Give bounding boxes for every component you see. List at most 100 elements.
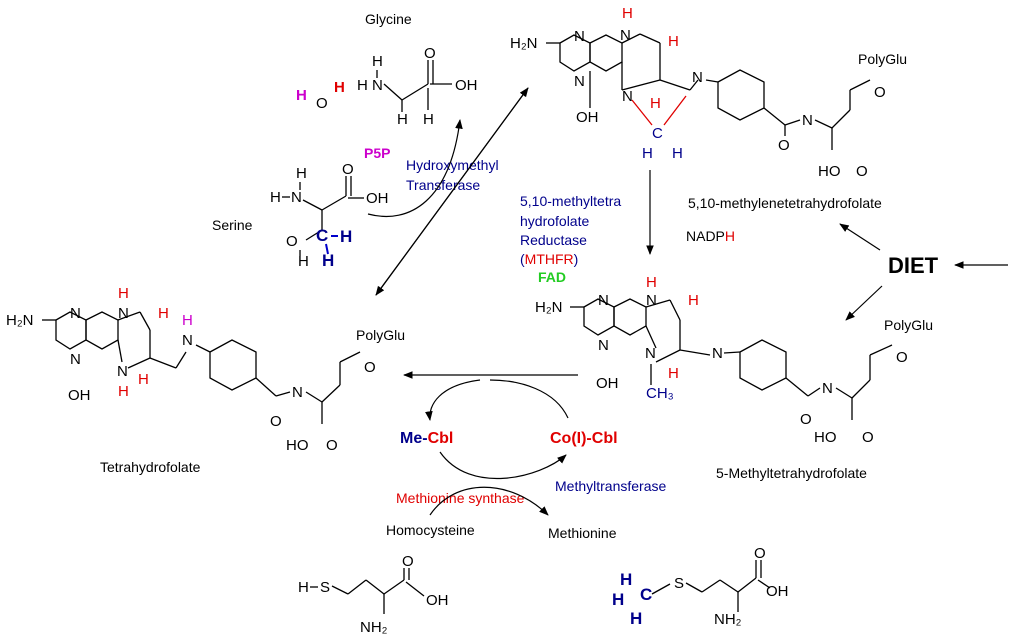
svg-text:O: O xyxy=(896,349,908,366)
hydroxymethyl-transferase-line2: Transferase xyxy=(406,177,480,193)
svg-text:H₂N: H₂N xyxy=(535,299,563,316)
svg-text:N: N xyxy=(70,305,81,322)
svg-text:OH: OH xyxy=(455,77,478,94)
svg-text:O: O xyxy=(342,161,354,178)
water-oxygen: O xyxy=(316,95,328,112)
polyglu-label-top: PolyGlu xyxy=(858,51,907,67)
thf-structure: H₂N N N N H H N H H OH N H O N O PolyGlu xyxy=(6,285,405,454)
svg-text:H: H xyxy=(423,111,434,128)
svg-text:H: H xyxy=(650,95,661,112)
svg-text:OH: OH xyxy=(766,583,789,600)
svg-text:H: H xyxy=(270,189,281,206)
svg-text:N: N xyxy=(291,189,302,206)
svg-text:N: N xyxy=(802,112,813,129)
svg-text:N: N xyxy=(712,345,723,362)
svg-text:N: N xyxy=(598,292,609,309)
svg-text:N: N xyxy=(598,337,609,354)
svg-text:H: H xyxy=(668,33,679,50)
methionine-synthase-label: Methionine synthase xyxy=(396,490,525,506)
svg-text:O: O xyxy=(754,545,766,562)
methionine-structure: H H C H S O OH NH₂ xyxy=(612,545,789,628)
svg-text:O: O xyxy=(270,413,282,430)
fad-cofactor: FAD xyxy=(538,269,566,285)
svg-text:N: N xyxy=(692,69,703,86)
svg-text:H₂N: H₂N xyxy=(510,35,538,52)
svg-text:H: H xyxy=(630,609,642,628)
svg-text:H: H xyxy=(668,365,679,382)
p5p-cofactor: P5P xyxy=(364,145,390,161)
svg-text:H: H xyxy=(622,5,633,22)
svg-text:NH₂: NH₂ xyxy=(360,619,388,636)
svg-text:N: N xyxy=(182,332,193,349)
svg-text:OH: OH xyxy=(426,592,449,609)
water-h-left: H xyxy=(296,87,307,104)
svg-text:O: O xyxy=(874,84,886,101)
svg-text:NH₂: NH₂ xyxy=(714,611,742,628)
svg-text:O: O xyxy=(286,233,298,250)
svg-text:CH₃: CH₃ xyxy=(646,385,674,402)
svg-text:H: H xyxy=(672,145,683,162)
svg-text:N: N xyxy=(70,351,81,368)
svg-text:O: O xyxy=(856,163,868,180)
svg-text:H: H xyxy=(118,383,129,400)
svg-text:H: H xyxy=(118,285,129,302)
svg-text:N: N xyxy=(620,27,631,44)
svg-text:OH: OH xyxy=(596,375,619,392)
svg-text:N: N xyxy=(622,88,633,105)
svg-text:C: C xyxy=(316,226,328,245)
svg-text:H: H xyxy=(138,371,149,388)
svg-text:HO: HO xyxy=(286,437,309,454)
svg-text:H: H xyxy=(612,590,624,609)
svg-text:H: H xyxy=(397,111,408,128)
svg-text:OH: OH xyxy=(366,190,389,207)
svg-text:C: C xyxy=(640,585,652,604)
polyglu-label-right: PolyGlu xyxy=(884,317,933,333)
serine-structure: Serine H N H O OH O H C H H xyxy=(212,161,389,270)
methionine-label: Methionine xyxy=(548,525,617,541)
methylene-thf-structure: H₂N N N N H H N H OH N C H H O N xyxy=(510,5,907,180)
svg-text:N: N xyxy=(645,345,656,362)
svg-text:O: O xyxy=(778,137,790,154)
glycine-structure: Glycine H H N H O OH H xyxy=(357,11,478,128)
svg-text:H: H xyxy=(357,77,368,94)
svg-text:N: N xyxy=(117,363,128,380)
svg-text:H: H xyxy=(688,292,699,309)
svg-text:H: H xyxy=(298,253,309,270)
methylene-thf-label: 5,10-methylenetetrahydrofolate xyxy=(688,195,882,211)
svg-text:H: H xyxy=(340,227,352,246)
reaction-arrows xyxy=(367,87,1008,516)
homocysteine-structure: H S O OH NH₂ xyxy=(298,553,449,636)
polyglu-label-left: PolyGlu xyxy=(356,327,405,343)
svg-text:H: H xyxy=(298,579,309,596)
svg-text:N: N xyxy=(372,77,383,94)
diet-label: DIET xyxy=(888,253,939,278)
svg-text:HO: HO xyxy=(818,163,841,180)
water-molecule: H O H xyxy=(296,79,345,112)
svg-text:O: O xyxy=(424,45,436,62)
mthfr-abbreviation: (MTHFR) xyxy=(520,251,578,267)
methyl-thf-structure: H₂N N N N H H N H OH CH₃ N O N O PolyGlu… xyxy=(535,274,933,446)
svg-text:H: H xyxy=(296,165,307,182)
mthfr-line3: Reductase xyxy=(520,232,587,248)
glycine-label: Glycine xyxy=(365,11,412,27)
svg-text:H: H xyxy=(158,305,169,322)
methylcobalamin-label: Me-Cbl xyxy=(400,430,453,447)
svg-text:H: H xyxy=(642,145,653,162)
svg-text:H: H xyxy=(646,274,657,291)
svg-text:N: N xyxy=(574,73,585,90)
svg-text:O: O xyxy=(862,429,874,446)
water-h-right: H xyxy=(334,79,345,96)
hydroxymethyl-transferase-line1: Hydroxymethyl xyxy=(406,157,499,173)
svg-text:C: C xyxy=(652,125,663,142)
svg-text:N: N xyxy=(822,380,833,397)
cob-i-alamin-label: Co(I)-Cbl xyxy=(550,430,618,447)
svg-text:H: H xyxy=(372,53,383,70)
mthfr-line1: 5,10-methyltetra xyxy=(520,193,621,209)
svg-text:H: H xyxy=(182,312,193,329)
nadph-label: NADPH xyxy=(686,228,735,244)
svg-text:S: S xyxy=(674,575,684,592)
svg-text:N: N xyxy=(292,384,303,401)
svg-text:OH: OH xyxy=(576,109,599,126)
thf-label: Tetrahydrofolate xyxy=(100,459,201,475)
